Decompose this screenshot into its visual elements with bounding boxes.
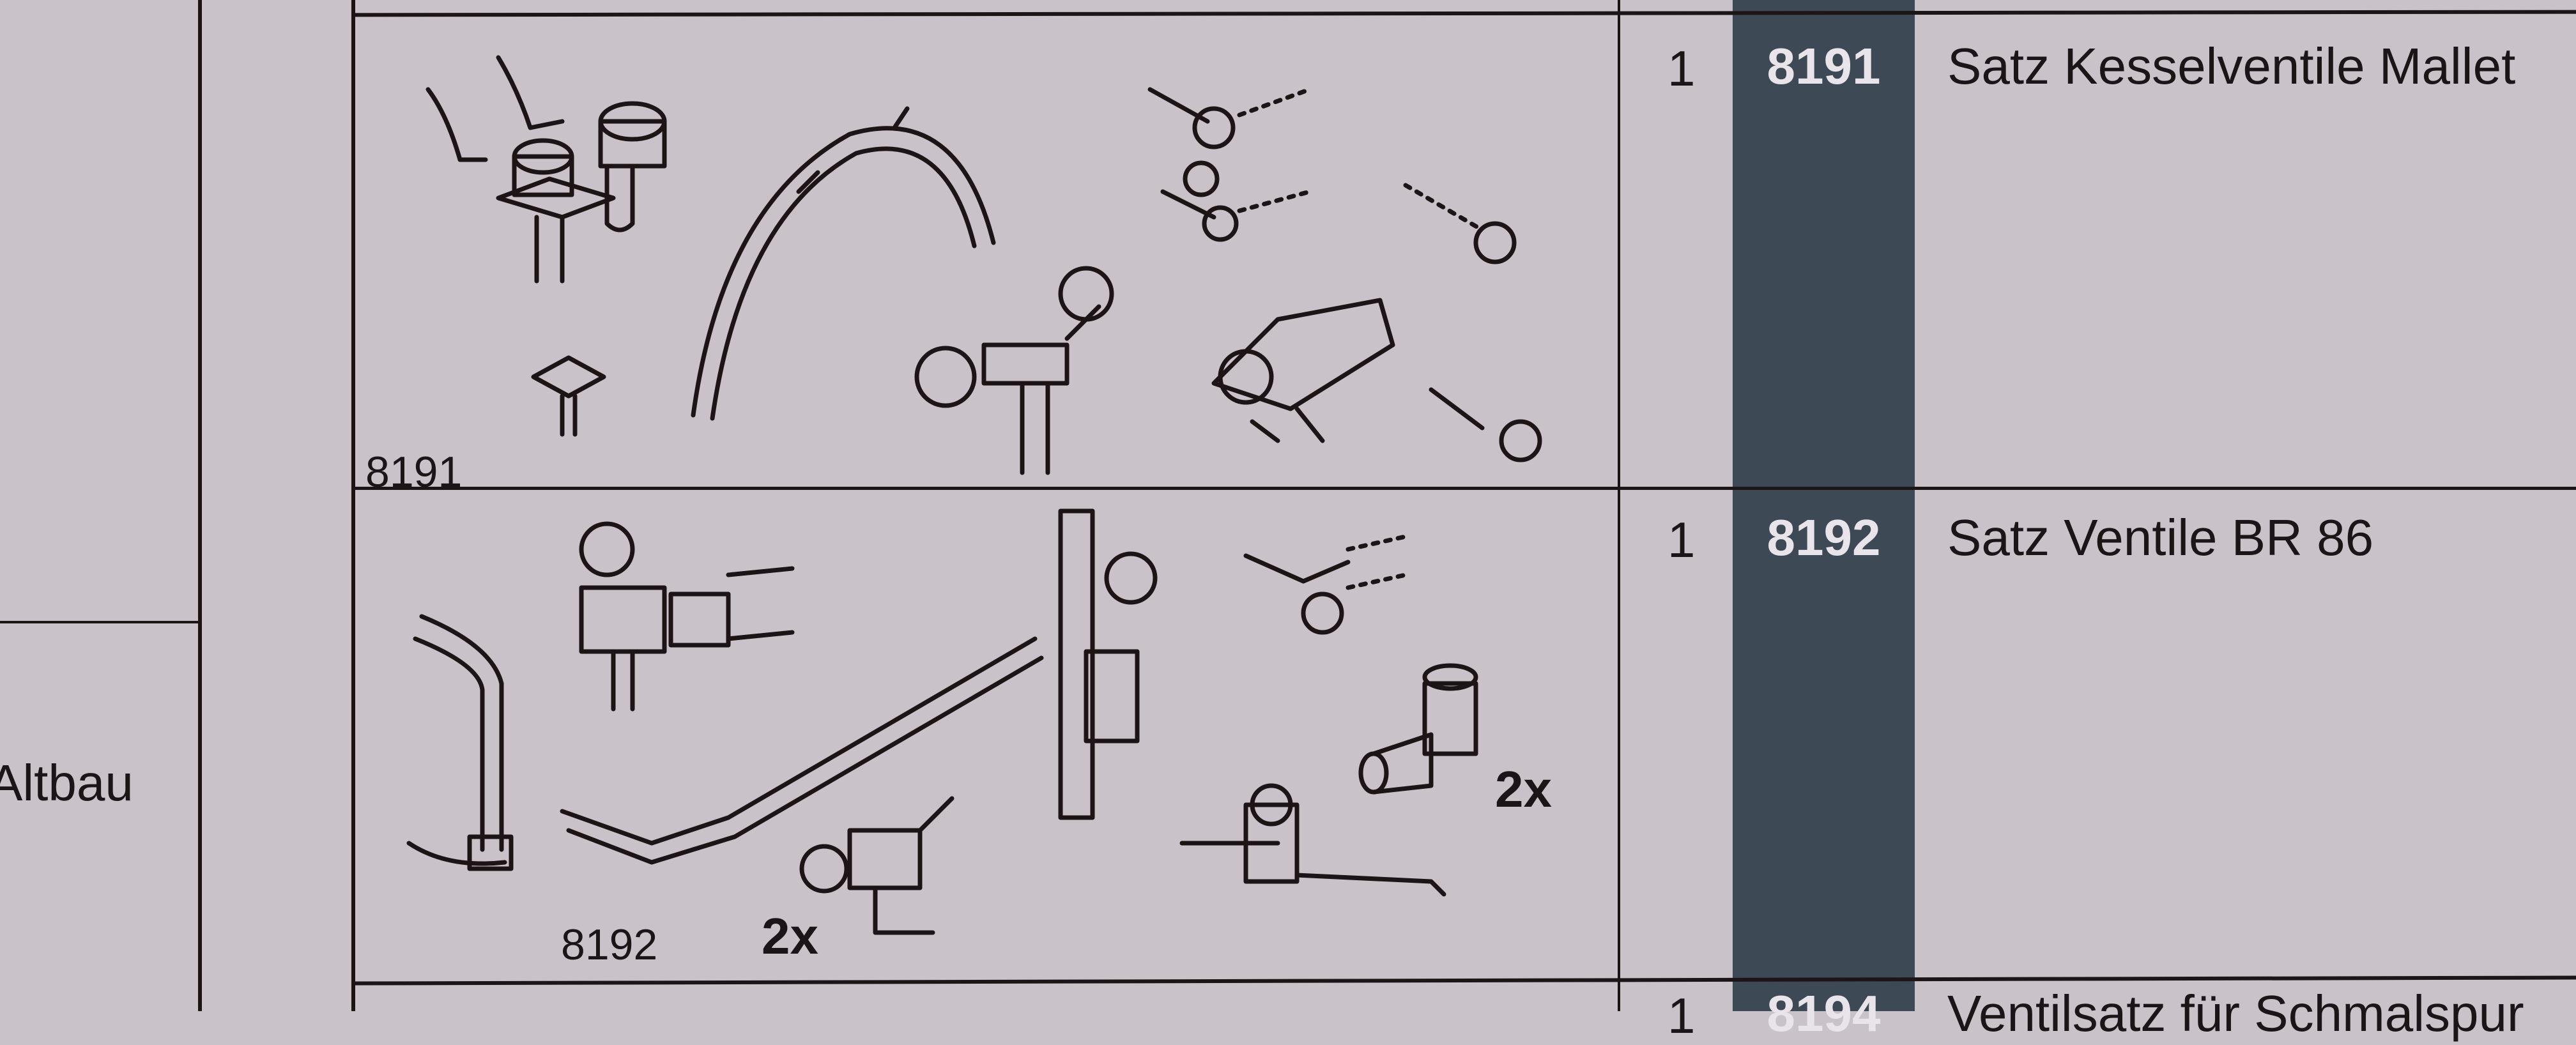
part-description: Ventilsatz für Schmalspur <box>1947 985 2524 1042</box>
quantity: 1 <box>1667 988 1696 1044</box>
row-divider-1 <box>351 487 2576 490</box>
pipe-drawing <box>691 106 996 421</box>
part-number-column <box>1733 0 1915 1011</box>
multiplier-label: 2x <box>762 908 818 965</box>
category-label: Altbau <box>0 754 134 811</box>
long-pipe-drawing <box>560 508 1158 865</box>
illustration-column-divider <box>1618 0 1620 1011</box>
sidebar-divider <box>198 0 202 1011</box>
figure-label-8191: 8191 <box>365 448 463 496</box>
turret-valve-drawing <box>406 521 795 871</box>
valve-pair-drawing <box>799 783 1446 935</box>
part-description: Satz Ventile BR 86 <box>1947 509 2374 566</box>
small-valve-drawing <box>1147 87 1542 462</box>
sidebar-row-divider <box>0 621 199 623</box>
table-left-border <box>351 0 355 1011</box>
boiler-valve-drawing <box>425 55 667 437</box>
part-number: 8191 <box>1767 38 1881 95</box>
quantity: 1 <box>1667 40 1696 96</box>
part-number: 8192 <box>1767 509 1881 566</box>
cylinder-drawing <box>1243 534 1478 795</box>
multiplier-label: 2x <box>1495 761 1552 818</box>
part-description: Satz Kesselventile Mallet <box>1947 38 2516 95</box>
figure-label-8192: 8192 <box>561 920 658 969</box>
stop-valve-drawing <box>914 266 1114 475</box>
injector-drawing <box>1211 298 1395 443</box>
quantity: 1 <box>1667 512 1696 568</box>
valve-set-illustrations <box>406 55 1542 935</box>
part-number: 8194 <box>1767 985 1881 1042</box>
